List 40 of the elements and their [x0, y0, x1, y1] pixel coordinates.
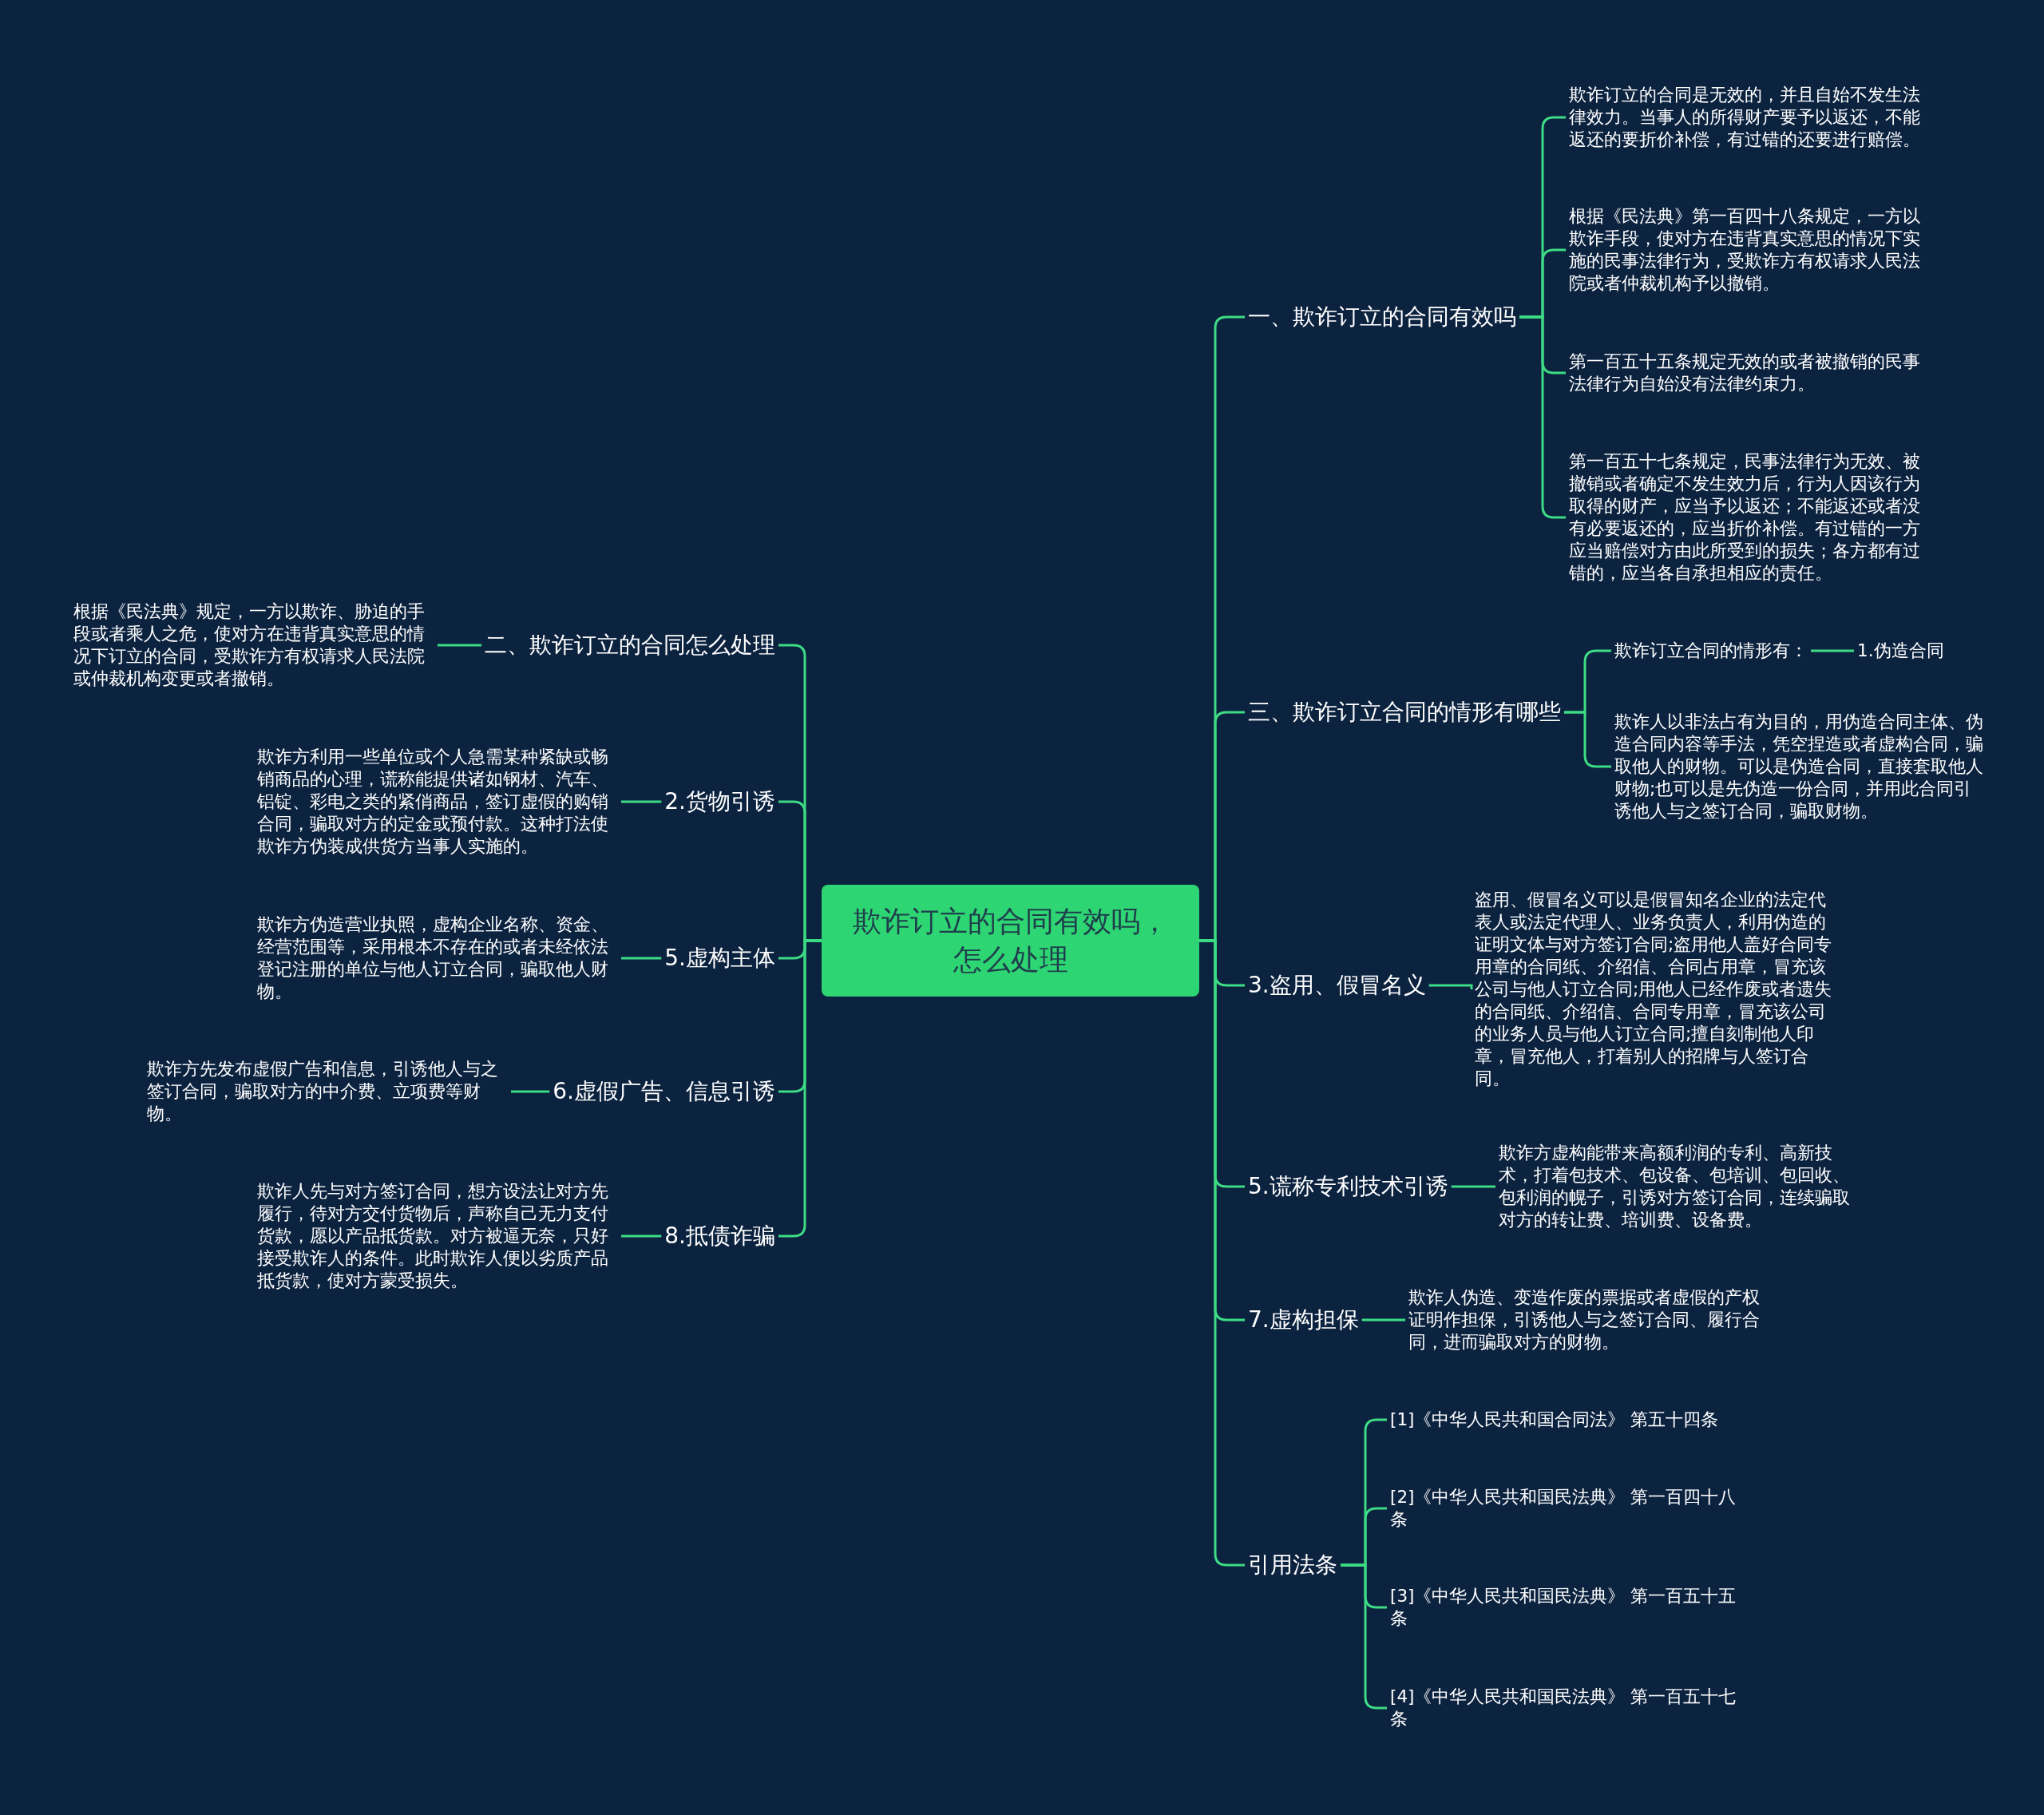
- topic-text: 1.伪造合同: [1854, 640, 1947, 662]
- topic-text: 欺诈订立合同的情形有：: [1611, 640, 1811, 662]
- branch-topic: 5.虚构主体: [661, 941, 778, 975]
- branch-topic: 7.虚构担保: [1245, 1303, 1362, 1337]
- connector-line: [621, 800, 662, 803]
- central-topic: 欺诈订立的合同有效吗，怎么处理: [822, 885, 1199, 997]
- branch-topic: 二、欺诈订立的合同怎么处理: [481, 628, 778, 662]
- topic-text: [2]《中华人民共和国民法典》 第一百四十八条: [1387, 1486, 1746, 1531]
- topic-text: 欺诈方先发布虚假广告和信息，引诱他人与之签订合同，骗取对方的中介费、立项费等财物。: [144, 1058, 511, 1125]
- connector-line: [1428, 984, 1473, 989]
- connector-line: [511, 1090, 550, 1093]
- connector-line: [1451, 1185, 1495, 1188]
- topic-text: [4]《中华人民共和国民法典》 第一百五十七条: [1387, 1686, 1746, 1730]
- connector-line: [621, 1234, 662, 1238]
- branch-topic: 2.货物引诱: [661, 785, 778, 818]
- topic-text: 欺诈人先与对方签订合同，想方设法让对方先履行，待对方交付货物后，声称自己无力支付货款，愿以产品抵货款。对方被逼无奈，只好接受欺诈人的条件。此时欺诈人便以劣质产品抵货款，使对方蒙受损失。: [254, 1180, 621, 1292]
- topic-text: 盗用、假冒名义可以是假冒知名企业的法定代表人或法定代理人、业务负责人，利用伪造的证明文体与对方签订合同;盗用他人盖好合同专用章的合同纸、介绍信、合同占用章，冒充该公司与他人订立合同;用他人已经作废或者遗失的合同纸、介绍信、合同专用章，冒充该公司的业务人员与他人订立合同;擅自刻制他人印章，冒充他人，打着别人的招牌与人签订合同。: [1472, 889, 1839, 1090]
- topic-text: 欺诈方虚构能带来高额利润的专利、高新技术，打着包技术、包设备、包培训、包回收、包利润的幌子，引诱对方签订合同，连续骗取对方的转让费、培训费、设备费。: [1495, 1142, 1863, 1231]
- topic-text: [1]《中华人民共和国合同法》 第五十四条: [1387, 1409, 1746, 1431]
- topic-text: 欺诈人伪造、变造作废的票据或者虚假的产权证明作担保，引诱他人与之签订合同、履行合同，进而骗取对方的财物。: [1405, 1286, 1773, 1353]
- connector-line: [438, 644, 481, 647]
- branch-topic: 3.盗用、假冒名义: [1245, 969, 1429, 1002]
- branch-topic: 三、欺诈订立合同的情形有哪些: [1245, 695, 1564, 729]
- topic-text: [3]《中华人民共和国民法典》 第一百五十五条: [1387, 1585, 1746, 1630]
- topic-text: 第一百五十七条规定，民事法律行为无效、被撤销或者确定不发生效力后，行为人因该行为取得的财产，应当予以返还；不能返还或者没有必要返还的，应当折价补偿。有过错的一方应当赔偿对方由此所受到的损失；各方都有过错的，应当各自承担相应的责任。: [1566, 450, 1933, 585]
- topic-text: 第一百五十五条规定无效的或者被撤销的民事法律行为自始没有法律约束力。: [1566, 351, 1933, 395]
- topic-text: 欺诈方利用一些单位或个人急需某种紧缺或畅销商品的心理，谎称能提供诸如钢材、汽车、铝锭、彩电之类的紧俏商品，签订虚假的购销合同，骗取对方的定金或预付款。这种打法使欺诈方伪装成供货方当事人实施的。: [254, 746, 621, 858]
- branch-topic: 5.谎称专利技术引诱: [1245, 1170, 1452, 1203]
- topic-text: 欺诈人以非法占有为目的，用伪造合同主体、伪造合同内容等手法，凭空捏造或者虚构合同，骗取他人的财物。可以是伪造合同，直接套取他人财物;也可以是先伪造一份合同，并用此合同引诱他人与之签订合同，骗取财物。: [1611, 711, 1987, 822]
- branch-topic: 8.抵债诈骗: [661, 1219, 778, 1253]
- topic-text: 欺诈方伪造营业执照，虚构企业名称、资金、经营范围等，采用根本不存在的或者未经依法登记注册的单位与他人订立合同，骗取他人财物。: [254, 913, 621, 1003]
- branch-topic: 6.虚假广告、信息引诱: [549, 1075, 778, 1108]
- branch-topic: 一、欺诈订立的合同有效吗: [1245, 300, 1519, 334]
- connector-line: [1811, 649, 1854, 652]
- branch-topic: 引用法条: [1245, 1548, 1341, 1582]
- connector-line: [1361, 1318, 1405, 1322]
- topic-text: 根据《民法典》第一百四十八条规定，一方以欺诈手段，使对方在违背真实意思的情况下实施的民事法律行为，受欺诈方有权请求人民法院或者仲裁机构予以撤销。: [1566, 205, 1933, 295]
- connector-line: [621, 957, 662, 960]
- topic-text: 欺诈订立的合同是无效的，并且自始不发生法律效力。当事人的所得财产要予以返还，不能返还的要折价补偿，有过错的还要进行赔偿。: [1566, 84, 1933, 151]
- topic-text: 根据《民法典》规定，一方以欺诈、胁迫的手段或者乘人之危，使对方在违背真实意思的情况下订立的合同，受欺诈方有权请求人民法院或仲裁机构变更或者撤销。: [70, 600, 438, 690]
